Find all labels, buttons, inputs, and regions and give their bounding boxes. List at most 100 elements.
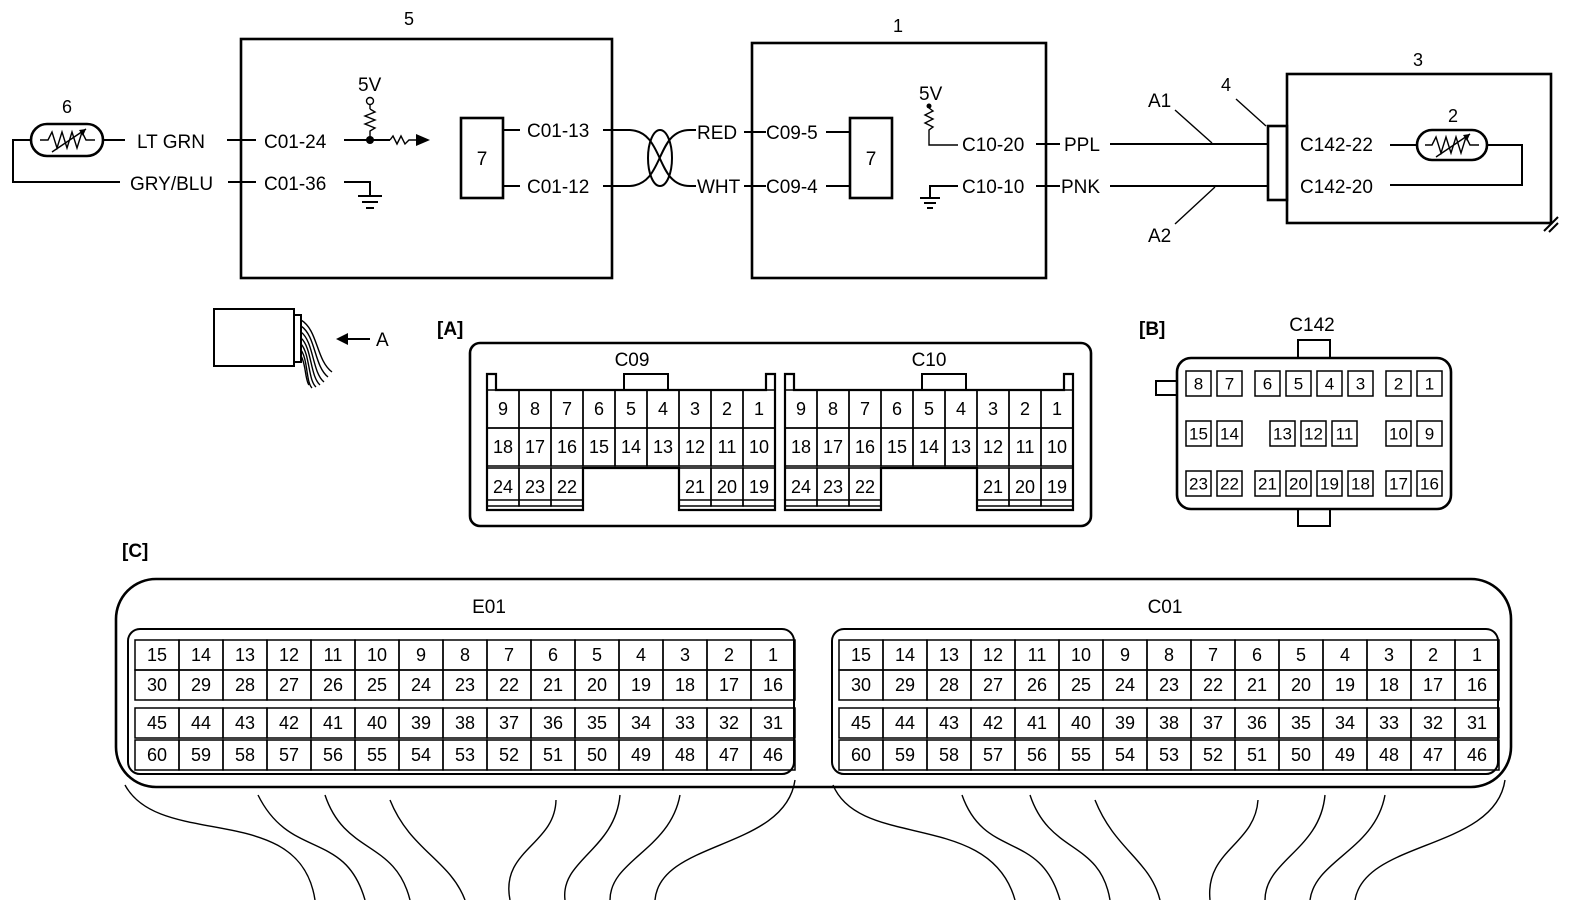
svg-text:24: 24 <box>411 675 431 695</box>
c01-pin-6: 6 <box>1234 639 1280 671</box>
svg-text:17: 17 <box>719 675 739 695</box>
c142-pin-18: 18 <box>1347 470 1374 497</box>
c10-pin-19: 19 <box>1040 467 1074 507</box>
c09-pin-17: 17 <box>518 427 552 467</box>
e01-pin-50: 50 <box>574 739 620 771</box>
svg-text:17: 17 <box>823 437 843 457</box>
svg-text:23: 23 <box>823 477 843 497</box>
e01-pin-48: 48 <box>662 739 708 771</box>
e01-pin-38: 38 <box>442 707 488 739</box>
svg-text:1: 1 <box>1425 375 1434 394</box>
voltage-label-module: 5V <box>919 84 943 105</box>
c142-pin-21: 21 <box>1254 470 1281 497</box>
svg-text:7: 7 <box>562 399 572 419</box>
inner-7-right: 7 <box>866 149 877 170</box>
svg-text:19: 19 <box>1320 475 1339 494</box>
svg-text:10: 10 <box>1071 645 1091 665</box>
svg-text:18: 18 <box>1379 675 1399 695</box>
svg-text:47: 47 <box>719 745 739 765</box>
c142-pin-12: 12 <box>1300 420 1327 447</box>
svg-text:46: 46 <box>763 745 783 765</box>
c01-pin-2: 2 <box>1410 639 1456 671</box>
c142-pin-6: 6 <box>1254 370 1281 397</box>
svg-text:51: 51 <box>1247 745 1267 765</box>
c01-pin-4: 4 <box>1322 639 1368 671</box>
e01-pin-41: 41 <box>310 707 356 739</box>
sensor-box-number: 3 <box>1413 50 1423 70</box>
e01-pin-7: 7 <box>486 639 532 671</box>
svg-text:39: 39 <box>1115 713 1135 733</box>
e01-pin-44: 44 <box>178 707 224 739</box>
svg-text:16: 16 <box>557 437 577 457</box>
c09-pin-14: 14 <box>614 427 648 467</box>
svg-text:26: 26 <box>1027 675 1047 695</box>
e01-pin-51: 51 <box>530 739 576 771</box>
wire-ppl: PPL <box>1064 135 1100 156</box>
svg-text:58: 58 <box>235 745 255 765</box>
svg-text:27: 27 <box>279 675 299 695</box>
c09-pin-1: 1 <box>742 389 776 429</box>
c01-pin-58: 58 <box>926 739 972 771</box>
view-arrow-label: A <box>376 330 389 351</box>
svg-text:8: 8 <box>1194 375 1203 394</box>
svg-text:55: 55 <box>367 745 387 765</box>
svg-text:33: 33 <box>1379 713 1399 733</box>
svg-text:30: 30 <box>851 675 871 695</box>
svg-text:21: 21 <box>1258 475 1277 494</box>
svg-text:41: 41 <box>323 713 343 733</box>
c01-pin-10: 10 <box>1058 639 1104 671</box>
svg-text:44: 44 <box>191 713 211 733</box>
c10-pin-7: 7 <box>848 389 882 429</box>
svg-text:4: 4 <box>658 399 668 419</box>
e01-pin-49: 49 <box>618 739 664 771</box>
svg-text:21: 21 <box>685 477 705 497</box>
svg-text:2: 2 <box>1394 375 1403 394</box>
c142-pin-22: 22 <box>1216 470 1243 497</box>
svg-text:5: 5 <box>924 399 934 419</box>
e01-pin-3: 3 <box>662 639 708 671</box>
svg-text:49: 49 <box>1335 745 1355 765</box>
c09-pin-6: 6 <box>582 389 616 429</box>
harness-a1: A1 <box>1148 91 1171 112</box>
svg-text:6: 6 <box>548 645 558 665</box>
svg-text:49: 49 <box>631 745 651 765</box>
e01-pin-58: 58 <box>222 739 268 771</box>
c01-pin-56: 56 <box>1014 739 1060 771</box>
svg-text:8: 8 <box>460 645 470 665</box>
svg-text:37: 37 <box>1203 713 1223 733</box>
c01-pin-1: 1 <box>1454 639 1500 671</box>
c01-pin-24: 24 <box>1102 669 1148 701</box>
svg-text:10: 10 <box>367 645 387 665</box>
svg-text:4: 4 <box>1325 375 1334 394</box>
c01-pin-36: 36 <box>1234 707 1280 739</box>
svg-text:24: 24 <box>1115 675 1135 695</box>
pin-c09-4: C09-4 <box>766 177 818 198</box>
c142-pin-3: 3 <box>1347 370 1374 397</box>
svg-text:22: 22 <box>855 477 875 497</box>
svg-text:16: 16 <box>1467 675 1487 695</box>
c01-pin-38: 38 <box>1146 707 1192 739</box>
c01-pin-51: 51 <box>1234 739 1280 771</box>
svg-text:53: 53 <box>1159 745 1179 765</box>
svg-text:13: 13 <box>1273 425 1292 444</box>
c142-pin-14: 14 <box>1216 420 1243 447</box>
pin-c10-20: C10-20 <box>962 135 1024 156</box>
e01-pin-31: 31 <box>750 707 796 739</box>
c10-pin-14: 14 <box>912 427 946 467</box>
svg-text:21: 21 <box>983 477 1003 497</box>
c142-pin-15: 15 <box>1185 420 1212 447</box>
svg-text:8: 8 <box>828 399 838 419</box>
svg-text:12: 12 <box>983 437 1003 457</box>
c09-pin-16: 16 <box>550 427 584 467</box>
c01-pin-15: 15 <box>838 639 884 671</box>
sensor-2-number: 2 <box>1448 106 1458 126</box>
e01-pin-11: 11 <box>310 639 356 671</box>
e01-pin-36: 36 <box>530 707 576 739</box>
c10-pin-11: 11 <box>1008 427 1042 467</box>
svg-text:13: 13 <box>939 645 959 665</box>
svg-text:15: 15 <box>147 645 167 665</box>
c01-pin-43: 43 <box>926 707 972 739</box>
svg-text:4: 4 <box>636 645 646 665</box>
